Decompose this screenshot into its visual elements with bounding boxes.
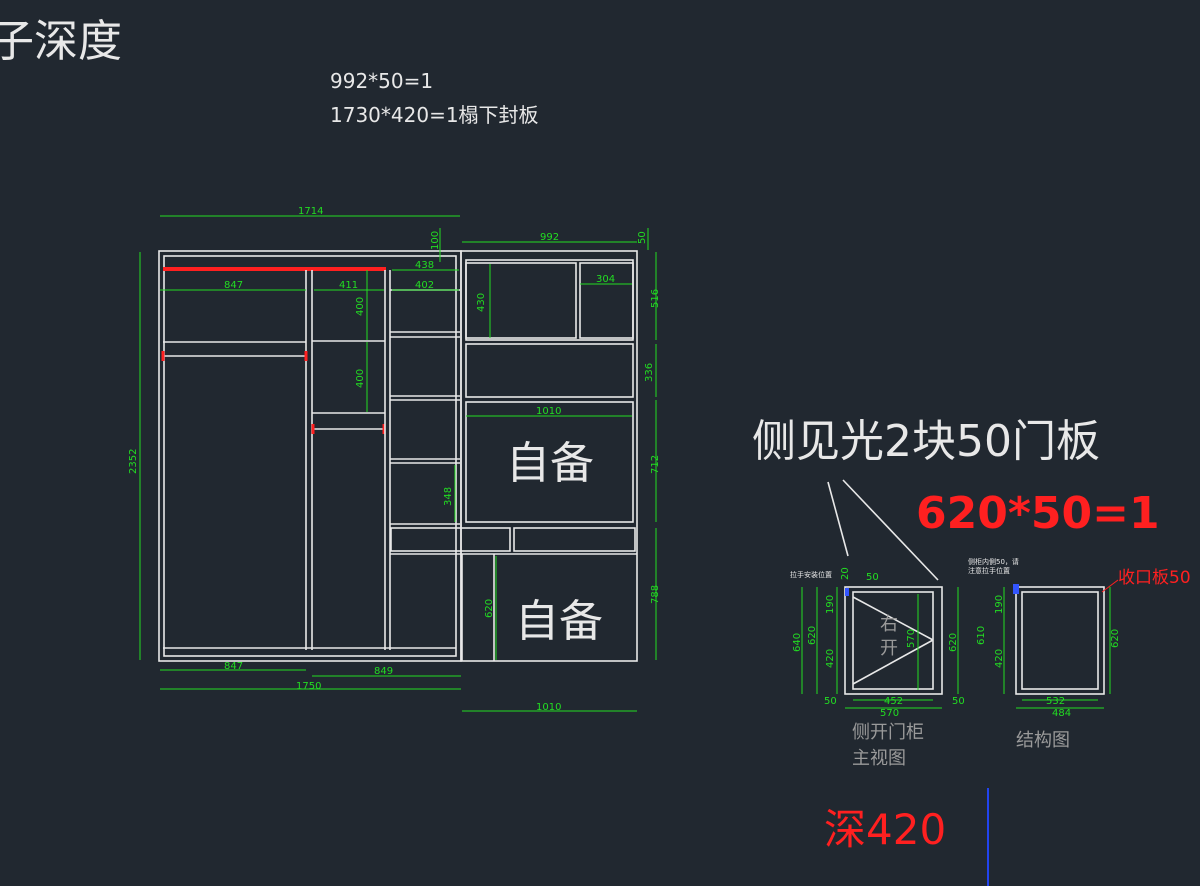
self-provided-label-1: 自备 <box>506 438 594 489</box>
handle-note: 拉手安装位置 <box>790 570 832 579</box>
small-dim-20: 20 <box>840 567 851 580</box>
side-cabinet-structure <box>1015 586 1105 695</box>
dim-1714: 1714 <box>298 206 323 217</box>
small-dim-190b: 190 <box>994 595 1005 614</box>
right-open-label: 右 <box>880 614 898 635</box>
note-line-1: 992*50=1 <box>330 69 433 93</box>
dim-992: 992 <box>540 232 559 243</box>
dim-2352: 2352 <box>128 449 139 474</box>
dim-100: 100 <box>430 231 441 250</box>
note-line-2: 1730*420=1榻下封板 <box>330 103 539 127</box>
small-dim-570-bottom: 570 <box>880 708 899 719</box>
blue-marker-2 <box>845 588 849 596</box>
dim-336: 336 <box>644 363 655 382</box>
dim-400b: 400 <box>355 369 366 388</box>
dim-402: 402 <box>415 280 434 291</box>
dim-847: 847 <box>224 280 243 291</box>
small-dim-50-left: 50 <box>824 696 837 707</box>
caption-structure: 结构图 <box>1016 730 1070 751</box>
dim-712: 712 <box>650 455 661 474</box>
small-dim-532: 532 <box>1046 696 1065 707</box>
dim-438: 438 <box>415 260 434 271</box>
dim-400a: 400 <box>355 297 366 316</box>
small-dim-640: 640 <box>792 633 803 652</box>
handle-note-3: 注意拉手位置 <box>968 566 1010 575</box>
dim-50: 50 <box>637 231 648 244</box>
small-dim-610: 610 <box>976 626 987 645</box>
small-dimensions <box>801 587 1111 709</box>
small-dim-420: 420 <box>825 649 836 668</box>
dim-620: 620 <box>484 599 495 618</box>
dimension-labels: 1714 992 50 100 438 402 847 411 400 400 … <box>128 206 661 713</box>
dimension-lines <box>139 215 657 712</box>
dim-430: 430 <box>476 293 487 312</box>
dim-bottom-849: 849 <box>374 666 393 677</box>
small-dim-50-right: 50 <box>952 696 965 707</box>
dim-788: 788 <box>650 585 661 604</box>
drawing-title: 子深度 <box>0 16 122 67</box>
small-dim-484: 484 <box>1052 708 1071 719</box>
small-dim-620: 620 <box>807 626 818 645</box>
small-dim-620-struct: 620 <box>1110 629 1121 648</box>
trim-panel-label: 收口板50 <box>1118 568 1191 588</box>
dim-bottom-847: 847 <box>224 661 243 672</box>
right-cabinet <box>390 250 638 662</box>
small-dim-452: 452 <box>884 696 903 707</box>
side-spec: 620*50=1 <box>916 488 1160 539</box>
main-cabinet <box>158 250 462 662</box>
small-dim-620-right: 620 <box>948 633 959 652</box>
small-dim-570: 570 <box>906 629 917 648</box>
dim-516: 516 <box>650 289 661 308</box>
handle-note-2: 侧柜内側50，请 <box>968 557 1019 566</box>
dim-411: 411 <box>339 280 358 291</box>
small-dim-50: 50 <box>866 572 879 583</box>
dim-bottom-1750: 1750 <box>296 681 321 692</box>
dim-304: 304 <box>596 274 615 285</box>
side-cabinet-front <box>844 586 943 695</box>
depth-label: 深420 <box>824 805 946 854</box>
side-note: 侧见光2块50门板 <box>752 416 1100 467</box>
dim-bottom-1010: 1010 <box>536 702 561 713</box>
blue-marker <box>1013 584 1019 594</box>
dim-348: 348 <box>443 487 454 506</box>
caption-side-door: 侧开门柜 <box>852 722 924 743</box>
small-dim-190: 190 <box>825 595 836 614</box>
caption-main-view: 主视图 <box>852 748 906 769</box>
small-dim-420b: 420 <box>994 649 1005 668</box>
self-provided-label-2: 自备 <box>515 596 603 647</box>
dim-1010-inner: 1010 <box>536 406 561 417</box>
right-open-label-2: 开 <box>880 638 898 659</box>
